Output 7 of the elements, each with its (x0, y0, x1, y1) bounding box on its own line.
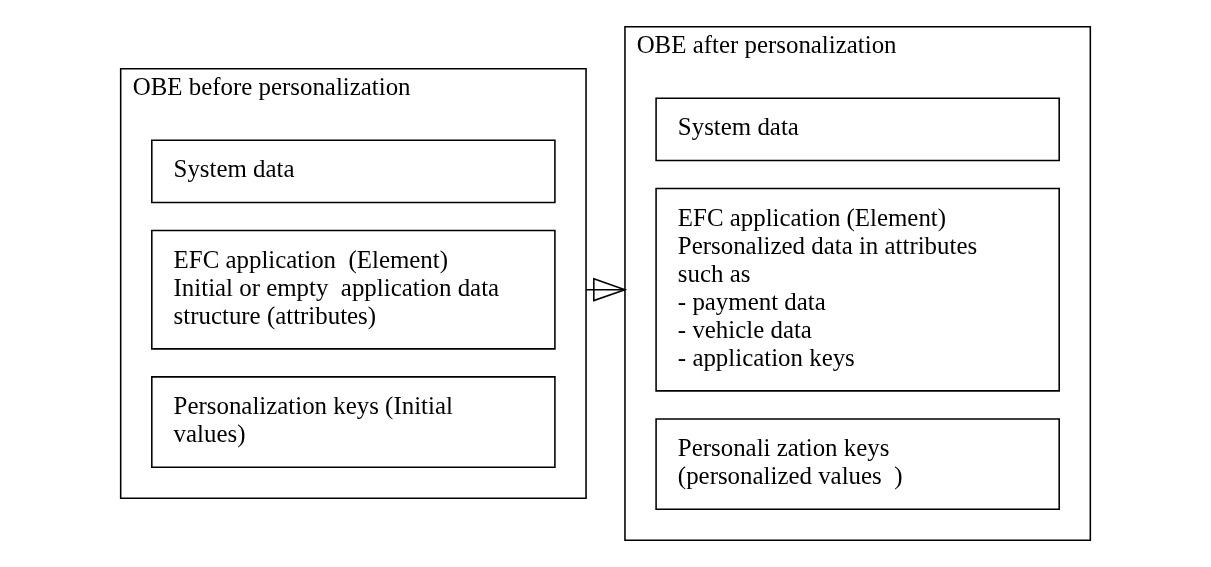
node-box: System data (655, 97, 1060, 162)
arrow (585, 277, 628, 302)
node-box: EFC application (Element) Personalized data in attributes such as - payment data - vehicle data - application keys (655, 187, 1060, 392)
node-box: EFC application (Element) Initial or empty application data structure (attributes) (151, 229, 556, 350)
node-box: Personali zation keys (personalized values ) (655, 418, 1060, 510)
node-box: Personalization keys (Initial values) (151, 376, 556, 468)
node-box: System data (151, 139, 556, 204)
